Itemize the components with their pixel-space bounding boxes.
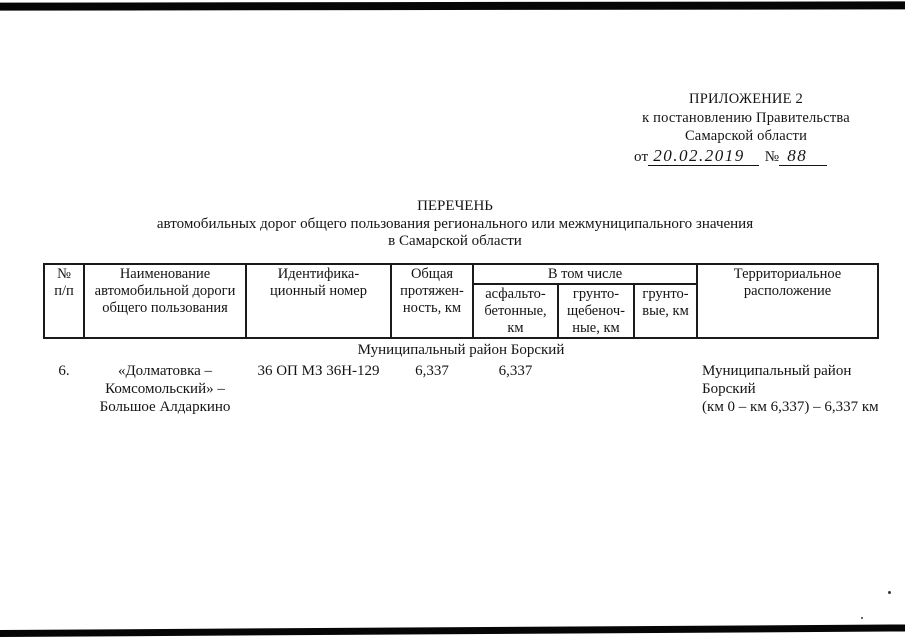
scan-edge-artifact-top bbox=[0, 1, 905, 11]
appendix-date-line: от 20.02.2019 № 88 bbox=[618, 146, 874, 166]
cell-gravel bbox=[558, 360, 634, 416]
cell-territory: Муниципальный район Борский (км 0 – км 6… bbox=[702, 363, 879, 415]
document-heading: ПЕРЕЧЕНЬ bbox=[417, 198, 493, 214]
section-heading: Муниципальный район Борский bbox=[357, 342, 565, 358]
appendix-block: ПРИЛОЖЕНИЕ 2 к постановлению Правительст… bbox=[618, 90, 874, 166]
number-sign: № bbox=[764, 148, 780, 165]
date-prefix: от bbox=[634, 148, 649, 165]
roads-table: № п/п Наименование автомобильной дороги … bbox=[43, 263, 880, 416]
scan-edge-artifact-bottom bbox=[0, 624, 905, 637]
header-territory: Территориальное расположение bbox=[696, 263, 880, 339]
document-subtitle: автомобильных дорог общего пользования р… bbox=[156, 215, 754, 232]
scan-speck bbox=[861, 617, 863, 619]
cell-dirt bbox=[634, 360, 697, 416]
header-gravel: грунто- щебеноч- ные, км bbox=[557, 283, 635, 339]
scan-speck bbox=[888, 591, 891, 594]
document-region: в Самарской области bbox=[388, 233, 522, 249]
header-including: В том числе bbox=[471, 263, 699, 285]
cell-id: 36 ОП МЗ 36Н-129 bbox=[257, 363, 380, 379]
cell-name: «Долматовка – Комсомольский» – Большое А… bbox=[99, 363, 231, 415]
table-row: 6. «Долматовка – Комсомольский» – Большо… bbox=[44, 360, 878, 416]
appendix-title: ПРИЛОЖЕНИЕ 2 bbox=[689, 91, 803, 107]
appendix-line-3: Самарской области bbox=[684, 128, 808, 144]
cell-asphalt: 6,337 bbox=[498, 363, 533, 379]
header-name: Наименование автомобильной дороги общего… bbox=[83, 263, 247, 339]
header-length: Общая протяжен- ность, км bbox=[390, 263, 474, 339]
header-dirt: грунто- вые, км bbox=[632, 283, 699, 339]
appendix-line-2: к постановлению Правительства bbox=[642, 109, 850, 126]
header-id: Идентифика- ционный номер bbox=[245, 263, 392, 339]
header-asphalt: асфальто- бетонные, км bbox=[472, 283, 559, 339]
cell-length: 6,337 bbox=[415, 363, 449, 379]
handwritten-date: 20.02.2019 bbox=[648, 146, 759, 166]
cell-num: 6. bbox=[58, 363, 70, 379]
document-title-block: ПЕРЕЧЕНЬ автомобильных дорог общего поль… bbox=[10, 198, 900, 251]
handwritten-number: 88 bbox=[779, 146, 828, 166]
header-num: № п/п bbox=[43, 263, 85, 339]
